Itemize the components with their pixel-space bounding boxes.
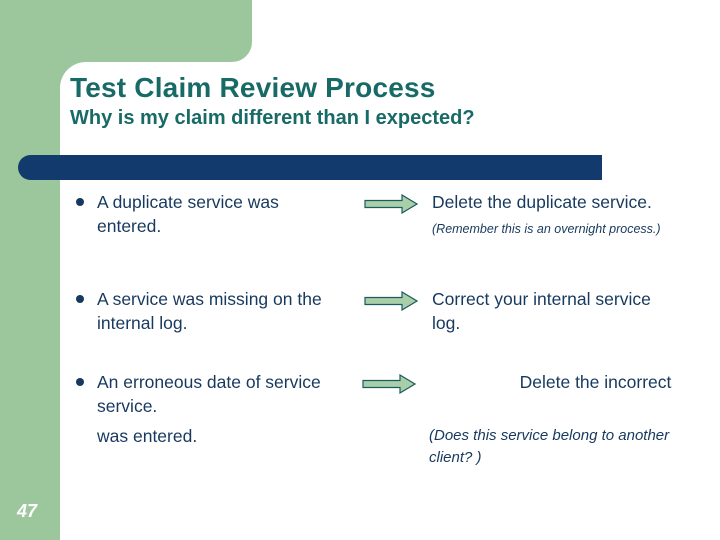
bullet-dot [76, 378, 84, 386]
action-text: Correct your internal service log. [432, 289, 651, 333]
action-text: Delete the incorrect [519, 372, 672, 392]
green-sidebar [0, 0, 60, 540]
cause-text-continued: was entered. [97, 426, 198, 446]
cause-text: An erroneous date of service service. [97, 372, 321, 416]
cause-text: A duplicate service was entered. [97, 192, 279, 236]
action-text: Delete the duplicate service. [432, 192, 652, 212]
right-arrow-icon [364, 194, 418, 214]
bullet-dot [76, 295, 84, 303]
right-arrow-icon [364, 291, 418, 311]
green-top-block [0, 0, 252, 62]
action-note: (Remember this is an overnight process.) [432, 222, 661, 236]
divider-bar [18, 155, 602, 180]
slide-title: Test Claim Review Process [70, 72, 436, 103]
action-note: (Does this service belong to another cli… [429, 427, 670, 466]
page-number: 47 [17, 501, 38, 521]
bullet-dot [76, 198, 84, 206]
cause-text: A service was missing on the internal lo… [97, 289, 322, 333]
slide-subtitle: Why is my claim different than I expecte… [70, 107, 475, 129]
right-arrow-icon [362, 374, 416, 394]
